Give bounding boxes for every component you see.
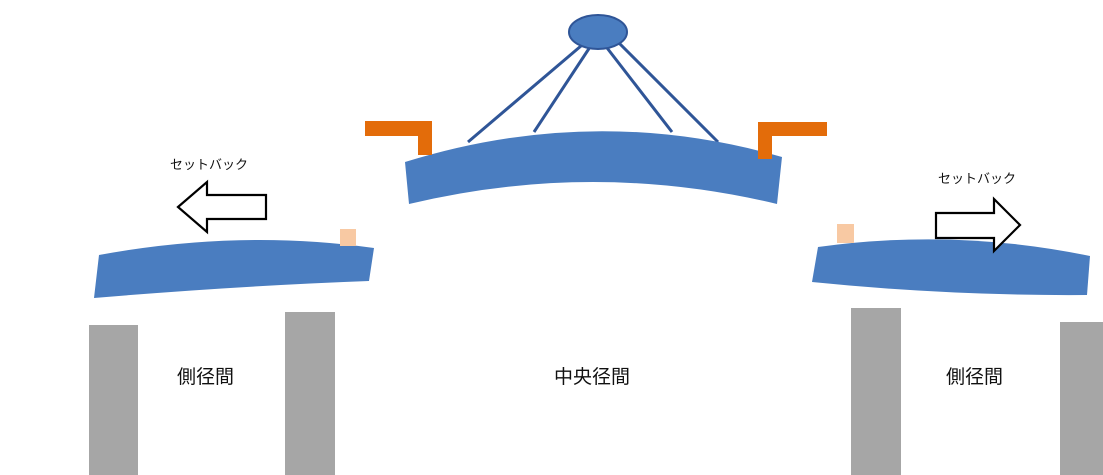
suspension-cables	[467, 36, 720, 144]
lifting-block	[568, 14, 628, 50]
cable-4	[612, 36, 720, 144]
side-girder-left	[94, 239, 374, 298]
bracket-right	[758, 122, 827, 159]
setback-arrow-left-icon	[176, 179, 268, 235]
side-girder-right	[812, 239, 1090, 296]
bracket-left	[365, 121, 432, 155]
cable-3	[602, 43, 674, 133]
setback-arrow-right-icon	[934, 196, 1022, 254]
side-span-label-left: 側径間	[177, 366, 234, 388]
side-span-label-right: 側径間	[946, 366, 1003, 388]
pier-left-outer	[89, 325, 138, 475]
setback-label-left: セットバック	[170, 158, 248, 173]
bearing-right	[837, 224, 854, 243]
pier-left-inner	[285, 312, 335, 475]
cable-1	[467, 38, 589, 144]
cable-2	[532, 43, 594, 133]
bearing-left	[340, 229, 356, 246]
center-girder	[405, 131, 782, 204]
center-span-label: 中央径間	[554, 366, 630, 388]
pier-right-outer	[1060, 322, 1103, 475]
setback-label-right: セットバック	[938, 172, 1016, 187]
pier-right-inner	[851, 308, 901, 475]
